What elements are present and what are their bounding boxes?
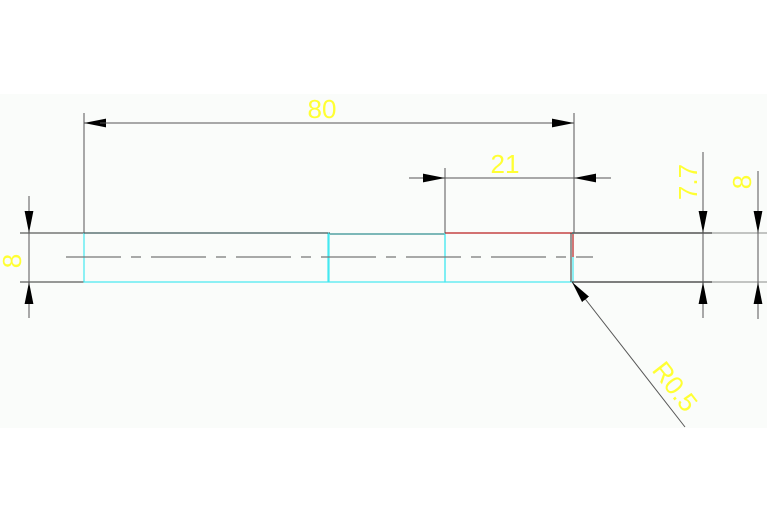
dimension-7-7[interactable]: 7.7: [673, 152, 708, 318]
drawing-area[interactable]: [0, 94, 767, 428]
dimension-left-diameter[interactable]: 8: [0, 196, 34, 318]
dimension-21[interactable]: 21: [409, 149, 611, 233]
shaft-part: [20, 232, 767, 283]
dimension-text: 8: [727, 175, 757, 189]
dimension-text: 80: [308, 94, 337, 124]
dimension-text: 8: [0, 254, 27, 268]
dimension-80[interactable]: 80: [83, 94, 575, 233]
dimension-text: 7.7: [673, 164, 703, 200]
dimension-right-diameter[interactable]: 8: [727, 171, 763, 319]
dimension-text: 21: [491, 149, 520, 179]
